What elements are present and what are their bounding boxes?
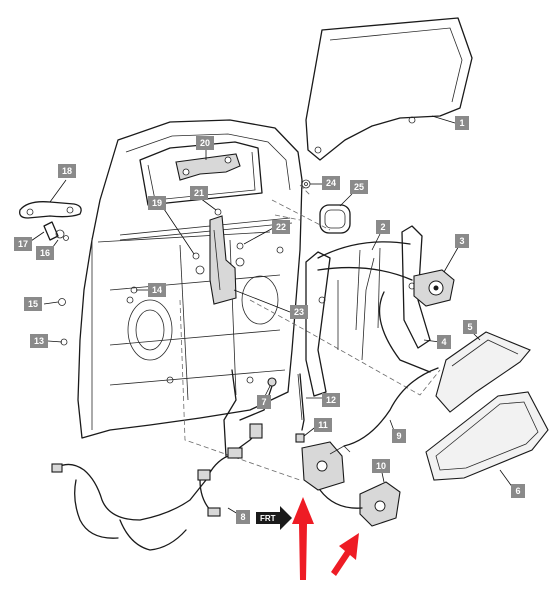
window-regulator: [305, 225, 431, 397]
callout-16: 16: [36, 246, 54, 260]
callout-8: 8: [236, 510, 250, 524]
callout-label: 7: [261, 397, 266, 407]
door-panel-cover: [425, 391, 549, 481]
callout-label: 5: [467, 322, 472, 332]
callout-10: 10: [372, 459, 390, 473]
red-arrow-right: [331, 533, 359, 576]
callout-20: 20: [196, 136, 214, 150]
callout-label: 13: [34, 336, 44, 346]
access-hole-seal: [319, 204, 351, 234]
callout-15: 15: [24, 297, 42, 311]
window-channel-bracket: [175, 153, 241, 181]
callout-label: 12: [326, 395, 336, 405]
handle-hardware: [43, 221, 69, 241]
callout-3: 3: [455, 234, 469, 248]
callout-label: 15: [28, 299, 38, 309]
callout-label: 25: [354, 182, 364, 192]
callout-7: 7: [257, 395, 271, 409]
callout-25: 25: [350, 180, 368, 194]
callout-label: 18: [62, 166, 72, 176]
inner-handle-bracket: [209, 215, 237, 305]
rod-clip: [295, 433, 305, 443]
fastener-19: [192, 252, 200, 260]
callout-label: 19: [152, 198, 162, 208]
callout-14: 14: [148, 283, 166, 297]
wiring-harness: [51, 369, 277, 551]
callout-24: 24: [322, 176, 340, 190]
lock-actuator: [319, 481, 401, 527]
callout-22: 22: [272, 220, 290, 234]
callout-label: 16: [40, 248, 50, 258]
fastener-21: [214, 208, 222, 216]
callout-label: 3: [459, 236, 464, 246]
lock-rod: [297, 373, 305, 431]
leader-lines: [27, 115, 514, 515]
lock-cable: [343, 367, 439, 447]
callout-label: 4: [441, 337, 446, 347]
callout-label: 14: [152, 285, 162, 295]
callout-11: 11: [314, 418, 332, 432]
fastener-24: [301, 179, 311, 189]
front-direction-indicator: FRT: [256, 506, 292, 530]
callout-label: 8: [240, 512, 245, 522]
callout-label: 22: [276, 222, 286, 232]
door-panel-insulator: [435, 331, 531, 413]
callout-6: 6: [511, 484, 525, 498]
outside-door-handle: [19, 201, 82, 219]
front-direction-label: FRT: [260, 514, 276, 523]
callout-label: 11: [318, 420, 328, 430]
projection-lines: [179, 184, 441, 481]
callout-label: 9: [396, 431, 401, 441]
callout-23: 23: [290, 305, 308, 319]
callout-17: 17: [14, 237, 32, 251]
fastener-15: [58, 298, 66, 306]
callout-label: 23: [294, 307, 304, 317]
door-latch: [301, 441, 351, 491]
callout-label: 10: [376, 461, 386, 471]
callout-1: 1: [455, 116, 469, 130]
callout-label: 6: [515, 486, 520, 496]
fastener-22: [236, 242, 244, 250]
callout-18: 18: [58, 164, 76, 178]
callout-label: 2: [380, 222, 385, 232]
callout-4: 4: [437, 335, 451, 349]
callout-21: 21: [190, 186, 208, 200]
callout-label: 17: [18, 239, 28, 249]
red-arrow-left: [292, 497, 314, 580]
callout-5: 5: [463, 320, 477, 334]
callout-9: 9: [392, 429, 406, 443]
callout-19: 19: [148, 196, 166, 210]
window-regulator-motor: [413, 269, 455, 307]
callout-13: 13: [30, 334, 48, 348]
door-window-glass: [305, 17, 473, 161]
callout-label: 21: [194, 188, 204, 198]
callout-label: 1: [459, 118, 464, 128]
callout-2: 2: [376, 220, 390, 234]
callout-label: 20: [200, 138, 210, 148]
callout-label: 24: [326, 178, 336, 188]
callout-12: 12: [322, 393, 340, 407]
